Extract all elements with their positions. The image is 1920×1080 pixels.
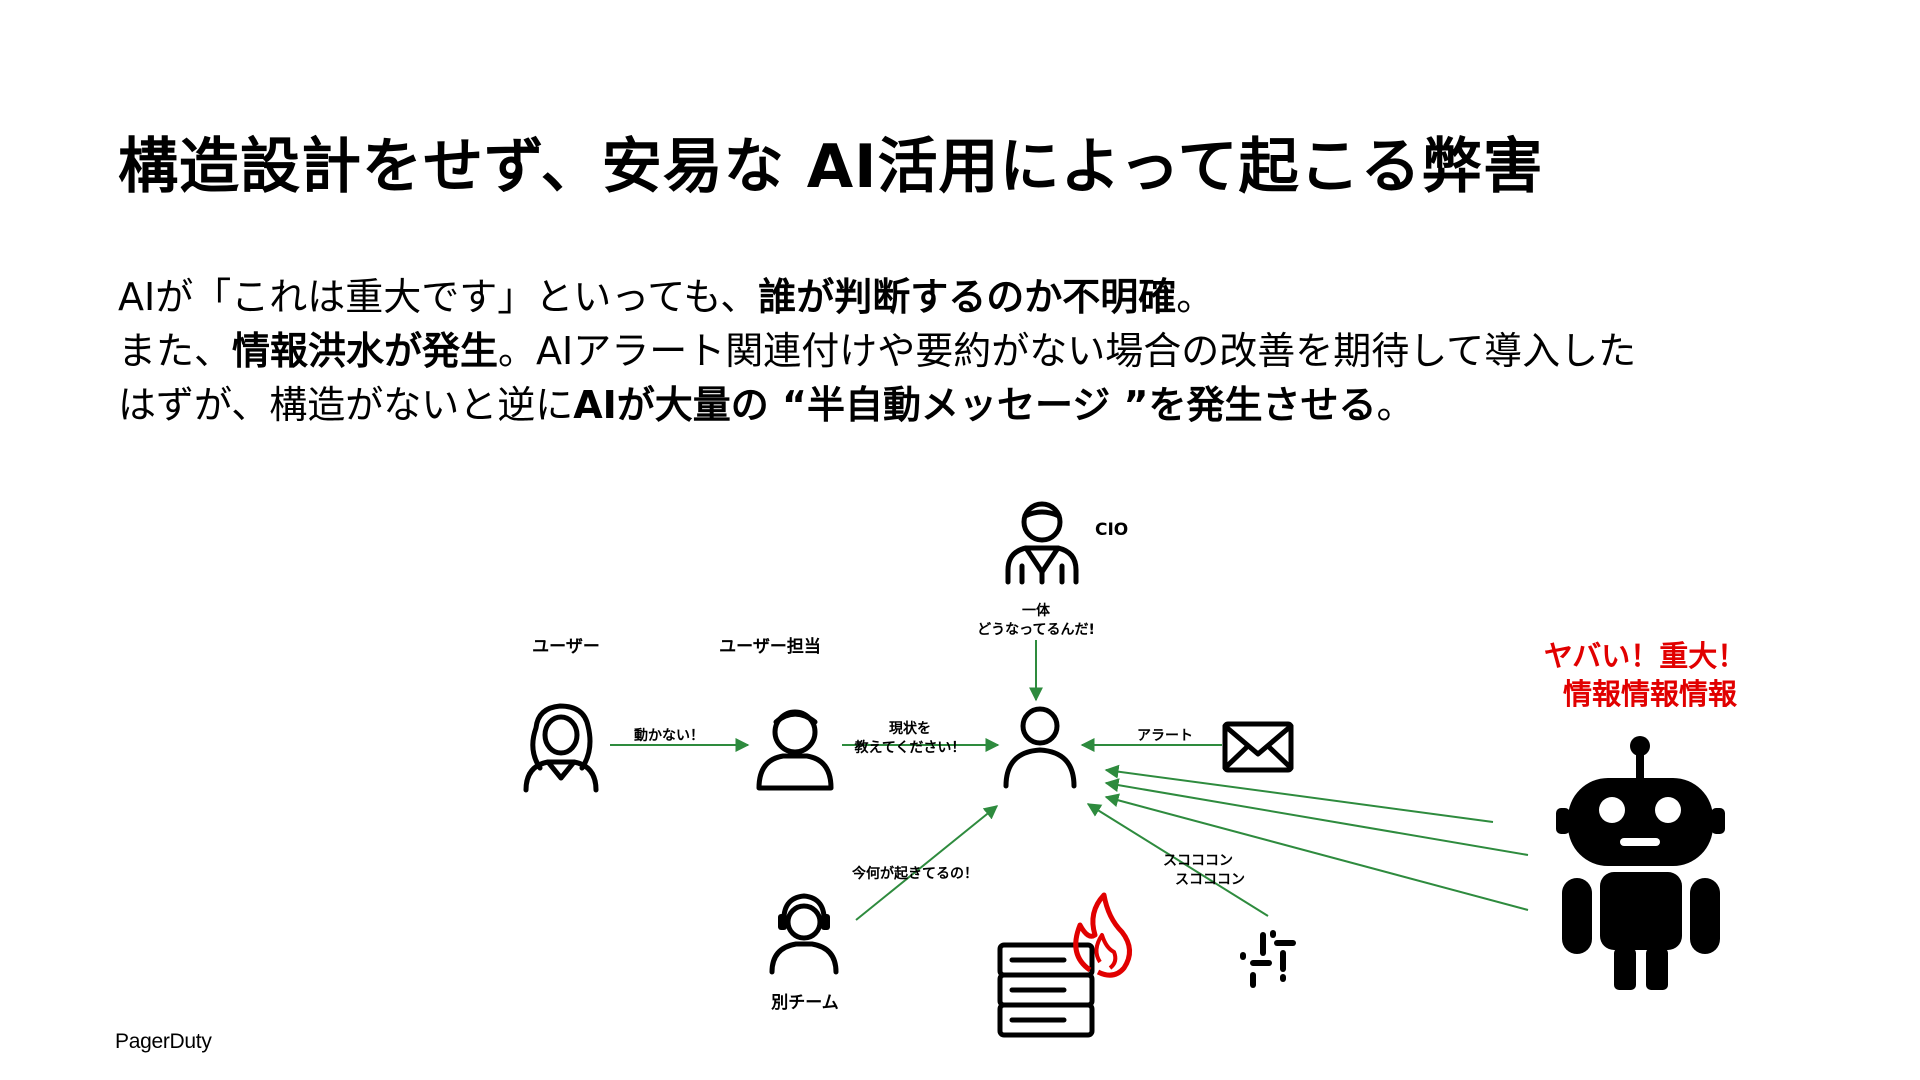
arrows [610,640,1529,921]
robot-cry-line2: 情報情報情報 [1563,677,1738,711]
arrow-robot-to-center-1 [1104,764,1494,823]
body-line-1-end: 。 [1176,275,1215,319]
slack-icon [1240,930,1296,988]
body-line-2-text: また、 [118,329,233,373]
msg-rep-line2: 教えてください！ [855,739,966,756]
role-other-team: 別チーム [770,993,839,1013]
msg-rep-line1: 現状を [889,720,931,737]
role-user: ユーザー [532,637,600,657]
body-line-3-end: 。 [1376,383,1415,427]
msg-alert: アラート [1137,728,1193,744]
person-icon [1003,706,1077,789]
msg-cio-line2: どうなってるんだ! [977,622,1095,638]
arrow-robot-to-center-3 [1104,793,1529,911]
body-line-3: はずが、構造がないと逆にAIが大量の “半自動メッセージ ”を発生させる。 [118,378,1636,432]
body-line-3-text: はずが、構造がないと逆に [118,383,574,427]
body-line-2-bold: 情報洪水が発生 [232,329,499,373]
mail-icon [1222,721,1294,773]
body-line-3-bold: AIが大量の “半自動メッセージ ”を発生させる [573,383,1377,427]
body-line-2-end: 。AIアラート関連付けや要約がない場合の改善を期待して導入した [498,329,1637,373]
msg-slack-line1: スコココン [1163,853,1233,869]
body-line-2: また、情報洪水が発生。AIアラート関連付けや要約がない場合の改善を期待して導入し… [118,324,1636,378]
server-fire-icon [997,892,1132,1038]
slide-body: AIが「これは重大です」といっても、誰が判断するのか不明確。 また、情報洪水が発… [118,270,1636,432]
msg-cio-line1: 一体 [1022,602,1051,619]
executive-icon [1005,501,1079,585]
role-cio: CIO [1095,520,1128,540]
arrow-slack-to-center [1086,803,1269,917]
woman-user-icon [523,703,599,793]
pagerduty-logo: PagerDuty [115,1030,212,1053]
robot-cry-line1: ヤバい！重大！ [1544,639,1746,673]
role-user-rep: ユーザー担当 [719,636,821,657]
headset-person-icon [769,893,839,975]
body-line-1: AIが「これは重大です」といっても、誰が判断するのか不明確。 [118,270,1636,324]
body-line-1-text: AIが「これは重大です」といっても、 [118,275,759,319]
arrow-robot-to-center-2 [1104,778,1529,856]
msg-other-team: 今何が起きてるの！ [851,865,978,882]
body-line-1-bold: 誰が判断するのか不明確 [758,275,1177,319]
support-person-icon [756,709,834,791]
robot-icon [1556,736,1725,990]
slide-title: 構造設計をせず、安易な AI活用によって起こる弊害 [118,132,1544,202]
msg-user-to-rep: 動かない！ [634,727,704,744]
msg-slack-line2: スコココン [1175,872,1245,888]
arrow-team-to-center [855,805,999,921]
